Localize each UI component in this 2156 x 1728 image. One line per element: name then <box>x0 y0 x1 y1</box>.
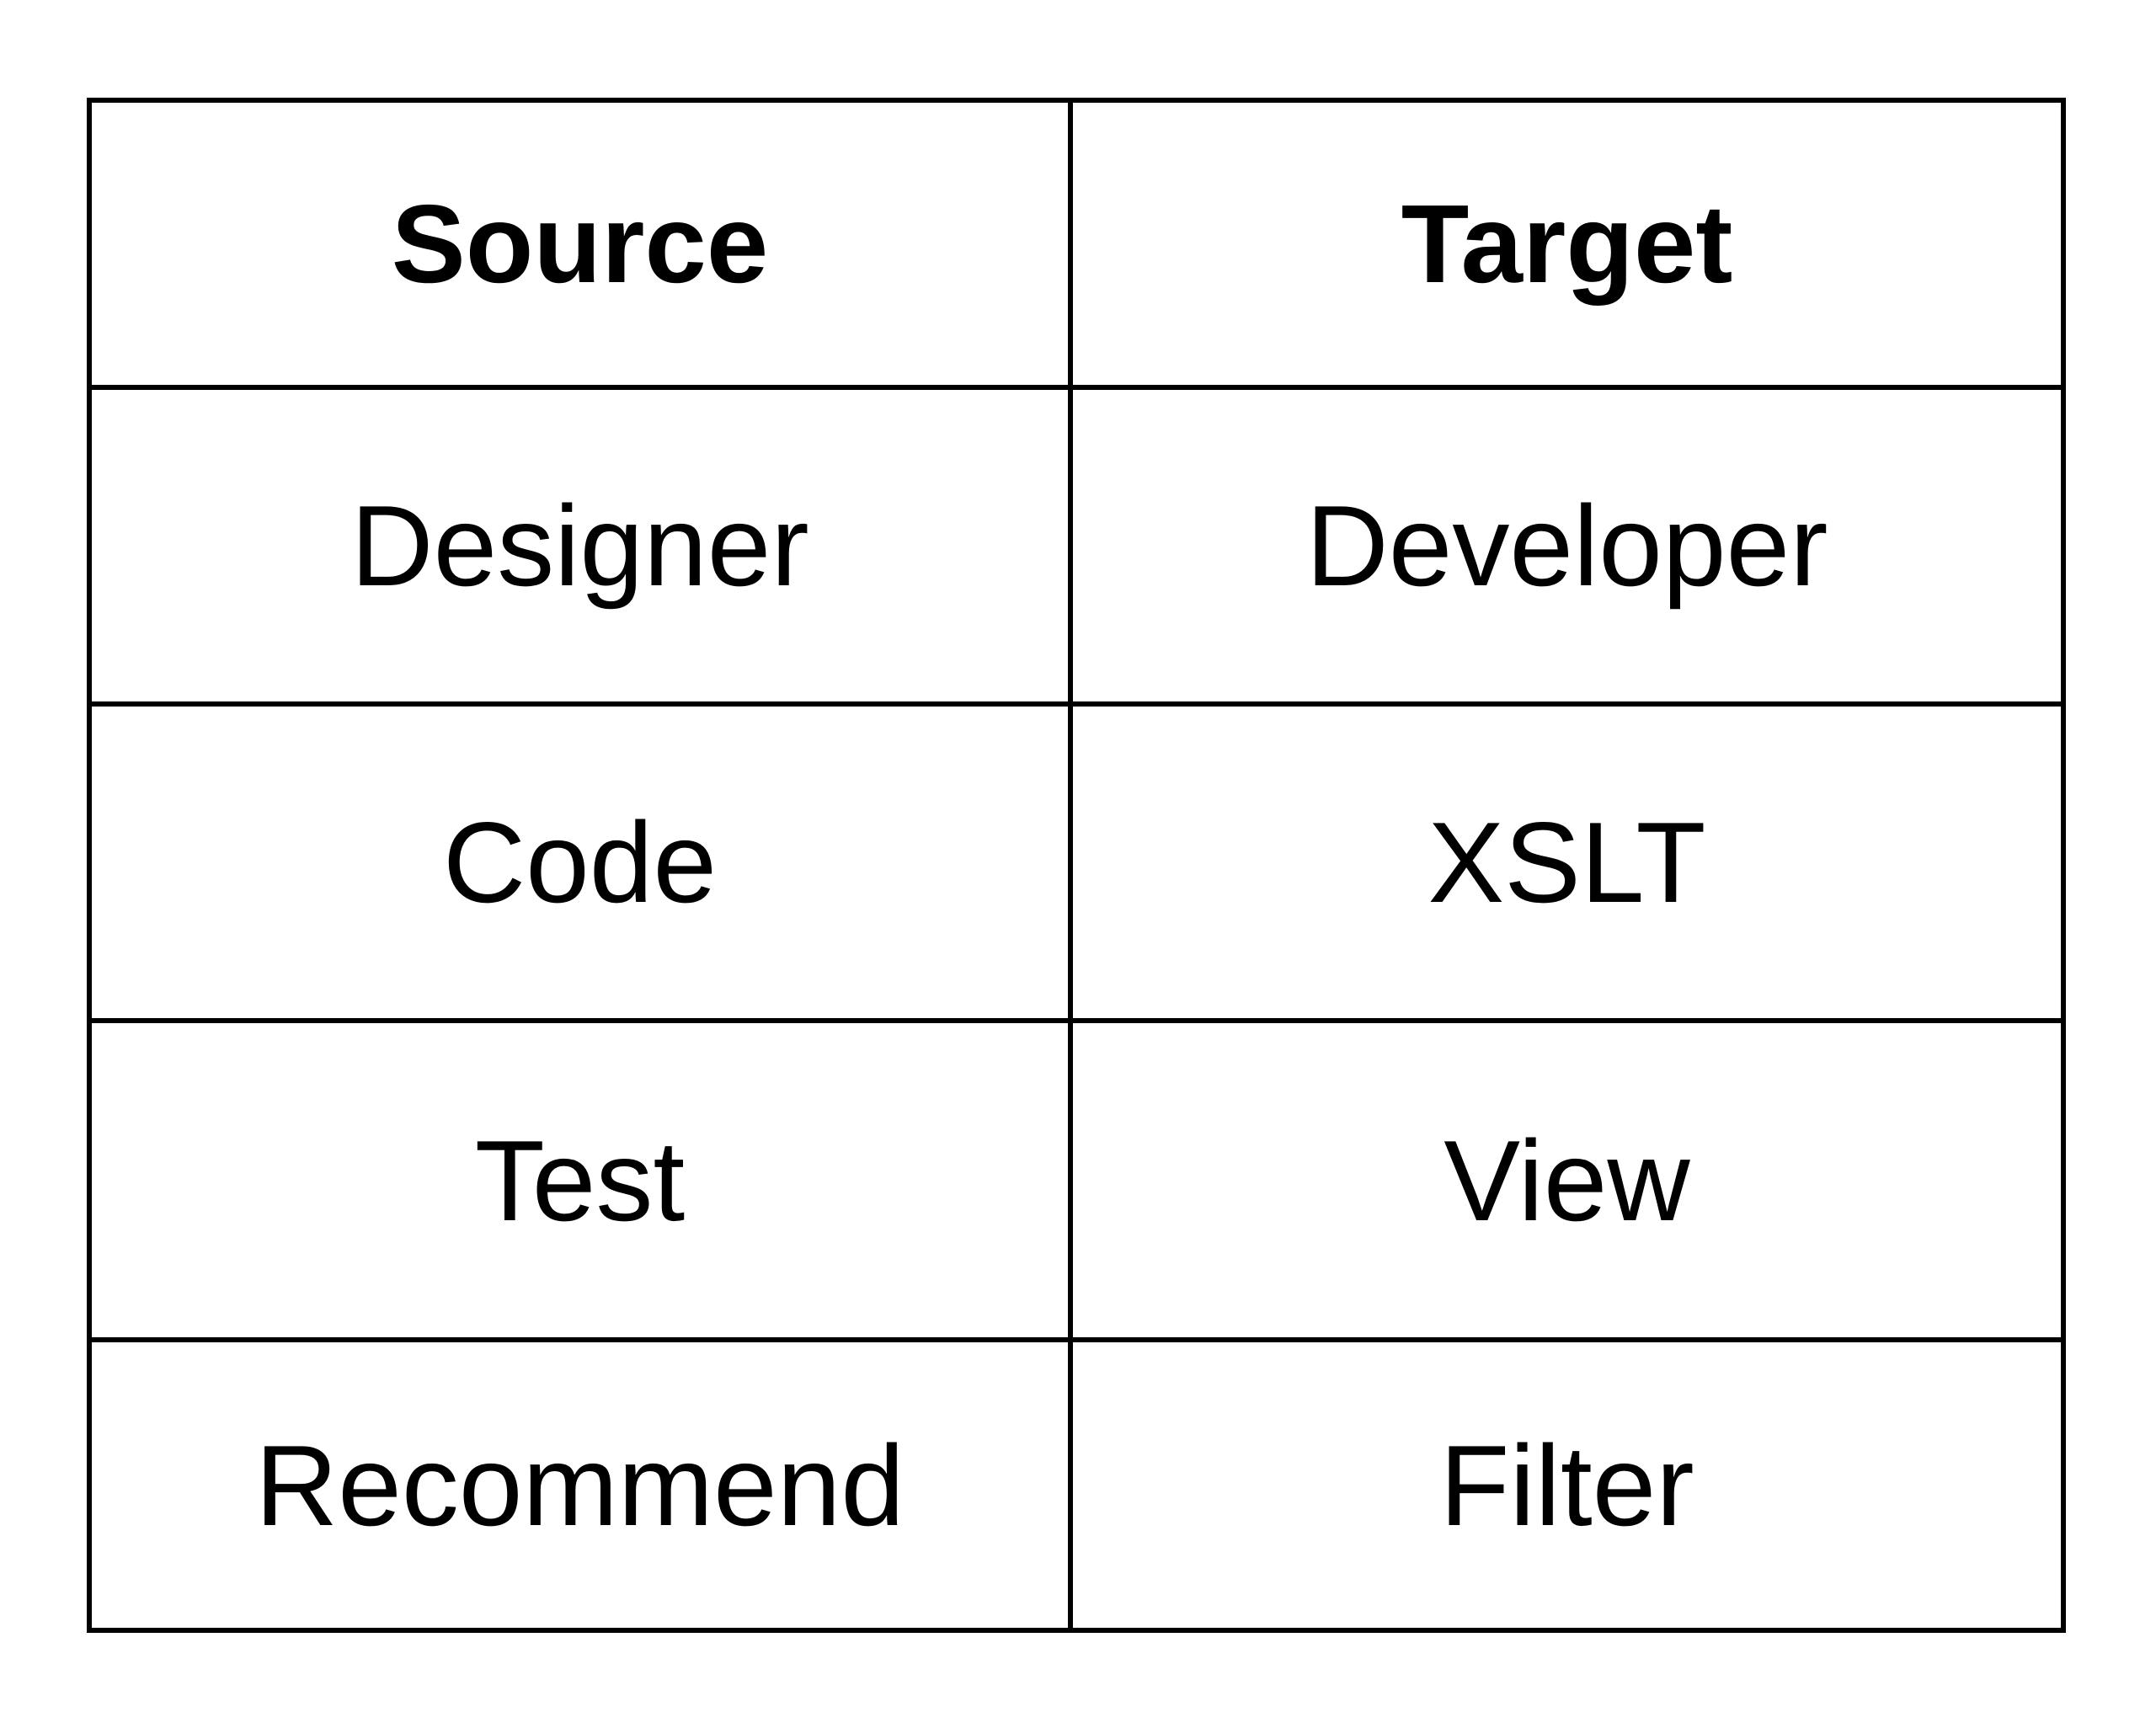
table-row: Designer Developer <box>87 385 2066 707</box>
table-row: Recommend Filter <box>87 1337 2066 1633</box>
header-source: Source <box>87 98 1073 390</box>
source-cell: Recommend <box>87 1337 1073 1633</box>
source-cell: Code <box>87 701 1073 1023</box>
source-cell: Test <box>87 1018 1073 1342</box>
target-cell: View <box>1068 1018 2066 1342</box>
source-cell: Designer <box>87 385 1073 707</box>
target-cell: Filter <box>1068 1337 2066 1633</box>
header-row: Source Target <box>87 98 2066 390</box>
source-target-table: Source Target Designer Developer Code XS… <box>87 98 2066 1633</box>
target-cell: Developer <box>1068 385 2066 707</box>
target-cell: XSLT <box>1068 701 2066 1023</box>
header-target: Target <box>1068 98 2066 390</box>
table-row: Test View <box>87 1018 2066 1342</box>
table-row: Code XSLT <box>87 701 2066 1023</box>
